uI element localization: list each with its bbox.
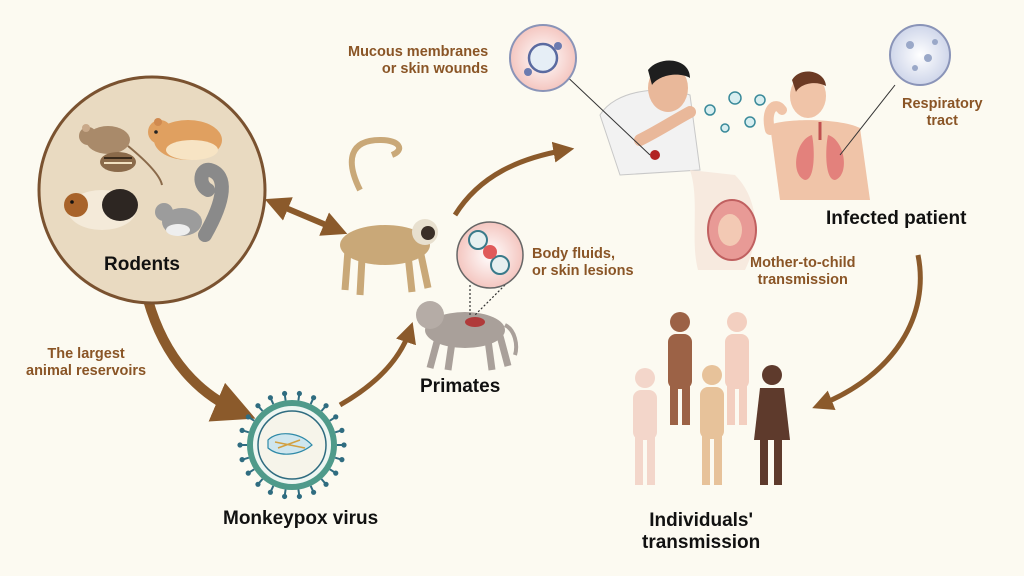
respiratory-line-2: tract [926, 112, 959, 129]
mucous-line-1: Mucous membranes [348, 44, 489, 60]
virus-spike-tip [333, 470, 339, 476]
individuals-line-1: Individuals' [649, 510, 754, 531]
virus-spike-tip [333, 414, 339, 420]
virus-spike-tip [245, 470, 251, 476]
guinea-pig-icon [64, 189, 138, 230]
virus-spike-tip [239, 427, 245, 433]
arrow-rodents-primates [264, 197, 348, 236]
mucous-zoom-icon [509, 24, 651, 156]
pregnant-womb-icon [690, 170, 757, 270]
monkeypox-virus-icon [237, 390, 347, 500]
lesion-zoom-icon [456, 221, 524, 316]
virus-spike-tip [255, 403, 261, 409]
virus-spike-tip [255, 481, 261, 487]
reservoirs-line-2: animal reservoirs [26, 362, 147, 379]
virus-spike-tip [237, 442, 243, 448]
arrow-patient-individuals [812, 254, 923, 411]
coughing-man-icon [599, 60, 701, 176]
virus-spike-tip [239, 457, 245, 463]
reservoirs-label: The largest animal reservoirs [26, 346, 146, 379]
mucous-label: Mucous membranes or skin wounds [348, 44, 488, 77]
infected-patient-label: Infected patient [826, 208, 967, 229]
sick-man-icon [763, 71, 870, 200]
lungs-icon [796, 122, 844, 180]
virus-spike-tip [267, 489, 273, 495]
mucous-line-2: or skin wounds [381, 60, 489, 77]
virus-spike-tip [339, 457, 345, 463]
rodents-label: Rodents [104, 254, 180, 275]
hamster-icon [148, 118, 222, 160]
individuals-label: Individuals' transmission [642, 510, 760, 554]
body-fluids-line-2: or skin lesions [532, 262, 634, 279]
virus-label: Monkeypox virus [223, 508, 379, 529]
mouse-icon [79, 124, 163, 186]
virus-spike-tip [245, 414, 251, 420]
reservoirs-line-1: The largest [47, 346, 125, 362]
respiratory-line-1: Respiratory [902, 96, 983, 112]
droplets-icon [704, 91, 766, 133]
baboon-icon [416, 301, 519, 371]
arrow-primates-human [452, 141, 575, 217]
virus-spike-tip [339, 427, 345, 433]
virus-spike-tip [341, 442, 347, 448]
squirrel-icon [155, 162, 229, 242]
monkey-icon [340, 136, 438, 296]
virus-spike-tip [281, 390, 288, 397]
human-group-icon [633, 312, 790, 485]
virus-spike-tip [311, 395, 317, 401]
respiratory-zoom-icon [839, 24, 951, 156]
primates-label: Primates [420, 376, 501, 397]
virus-spike-tip [281, 493, 288, 500]
arrow-virus-primates [338, 322, 416, 408]
individuals-line-2: transmission [642, 531, 761, 553]
body-fluids-label: Body fluids, or skin lesions [532, 246, 634, 279]
mother-child-line-1: Mother-to-child [750, 255, 856, 271]
virus-spike-tip [267, 395, 273, 401]
virus-spike-tip [296, 390, 303, 397]
chipmunk-icon [100, 152, 136, 172]
respiratory-label: Respiratory tract [902, 96, 983, 129]
virus-spike-tip [311, 489, 317, 495]
mother-child-label: Mother-to-child transmission [750, 255, 856, 288]
mother-child-line-2: transmission [757, 271, 848, 288]
virus-spike-tip [296, 493, 303, 500]
body-fluids-line-1: Body fluids, [532, 246, 615, 262]
virus-spike-tip [323, 481, 329, 487]
virus-spike-tip [323, 403, 329, 409]
arrow-rodents-virus [143, 298, 256, 422]
